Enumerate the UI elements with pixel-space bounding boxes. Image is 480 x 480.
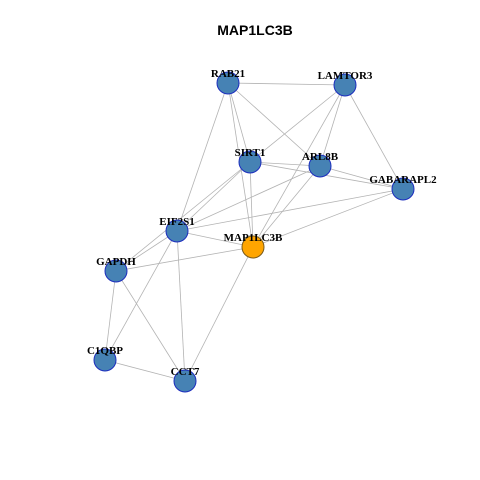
edge-lamtor3-map1lc3b xyxy=(252,84,346,248)
edge-rab21-lamtor3 xyxy=(227,82,346,86)
node-label-gapdh: GAPDH xyxy=(96,256,136,268)
node-label-gabarapl2: GABARAPL2 xyxy=(369,174,437,186)
edge-sirt1-eif2s1 xyxy=(176,161,251,232)
edge-eif2s1-cct7 xyxy=(176,230,186,382)
node-gapdh[interactable] xyxy=(104,259,128,283)
edge-arl8b-map1lc3b xyxy=(252,165,321,248)
node-map1lc3b[interactable] xyxy=(241,235,265,259)
edge-gapdh-cct7 xyxy=(115,270,186,382)
edge-sirt1-arl8b xyxy=(249,161,321,167)
edge-lamtor3-sirt1 xyxy=(249,84,346,163)
node-cct7[interactable] xyxy=(173,369,197,393)
edge-lamtor3-arl8b xyxy=(319,84,346,167)
edge-rab21-eif2s1 xyxy=(176,82,229,232)
edge-eif2s1-c1qbp xyxy=(104,230,178,361)
edge-map1lc3b-cct7 xyxy=(184,246,254,382)
graph-title: MAP1LC3B xyxy=(217,22,292,38)
edge-sirt1-map1lc3b xyxy=(249,161,254,248)
node-label-sirt1: SIRT1 xyxy=(235,147,266,159)
edge-c1qbp-cct7 xyxy=(104,359,186,382)
edge-rab21-sirt1 xyxy=(227,82,251,163)
node-gabarapl2[interactable] xyxy=(391,177,415,201)
edge-eif2s1-gapdh xyxy=(115,230,178,272)
node-label-arl8b: ARL8B xyxy=(302,151,339,163)
edge-gabarapl2-map1lc3b xyxy=(252,188,404,248)
edge-arl8b-gabarapl2 xyxy=(319,165,404,190)
edge-layer xyxy=(104,82,404,382)
edge-gapdh-c1qbp xyxy=(104,270,117,361)
node-label-cct7: CCT7 xyxy=(171,366,200,378)
node-label-eif2s1: EIF2S1 xyxy=(159,216,194,228)
edge-sirt1-gapdh xyxy=(115,161,251,272)
node-label-map1lc3b: MAP1LC3B xyxy=(224,232,283,244)
edge-map1lc3b-gapdh xyxy=(115,246,254,272)
edge-rab21-arl8b xyxy=(227,82,321,167)
node-rab21[interactable] xyxy=(216,71,240,95)
node-lamtor3[interactable] xyxy=(333,73,357,97)
node-eif2s1[interactable] xyxy=(165,219,189,243)
edge-eif2s1-map1lc3b xyxy=(176,230,254,248)
node-label-lamtor3: LAMTOR3 xyxy=(318,70,373,82)
node-arl8b[interactable] xyxy=(308,154,332,178)
node-label-rab21: RAB21 xyxy=(211,68,245,80)
edge-lamtor3-gabarapl2 xyxy=(344,84,404,190)
edge-sirt1-gabarapl2 xyxy=(249,161,404,190)
node-sirt1[interactable] xyxy=(238,150,262,174)
edge-gabarapl2-eif2s1 xyxy=(176,188,404,232)
node-c1qbp[interactable] xyxy=(93,348,117,372)
node-layer xyxy=(93,71,415,393)
node-label-c1qbp: C1QBP xyxy=(87,345,123,357)
edge-arl8b-eif2s1 xyxy=(176,165,321,232)
